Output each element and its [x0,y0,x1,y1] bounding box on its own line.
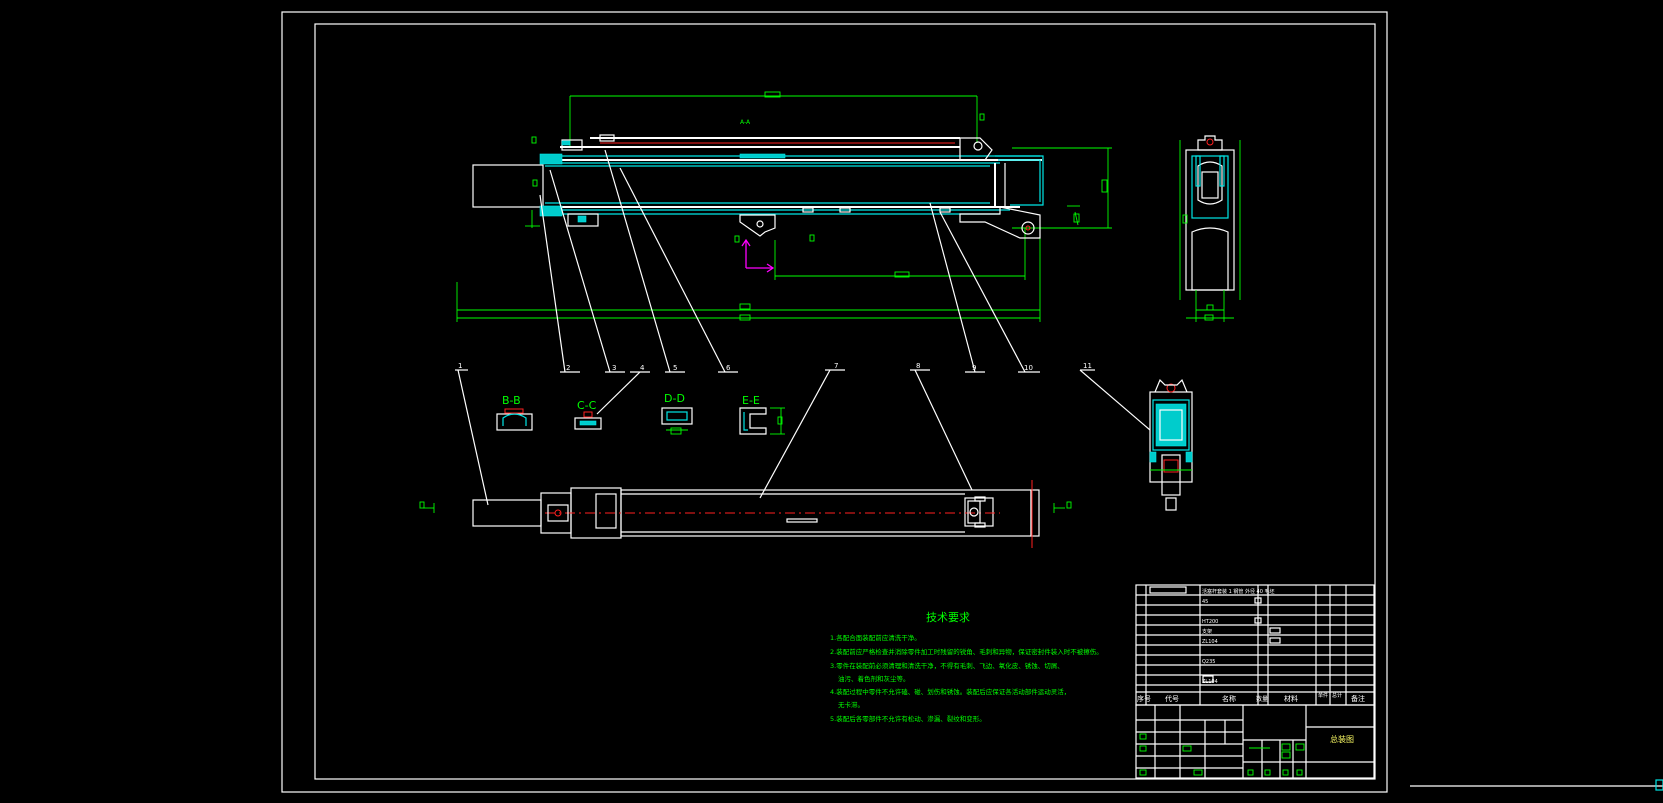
part-balloons: 1 2 3 4 5 6 7 8 9 10 11 [455,149,1151,506]
part-number-2: 2 [566,364,570,372]
section-e-e: E-E [739,394,785,435]
part-number-1: 1 [458,362,462,370]
section-label-b-b: B-B [502,394,521,407]
detail-11-view [1149,378,1193,511]
bom-header-unit: 单件 [1318,692,1328,699]
ucs-axis-icon [741,238,775,273]
part-number-11: 11 [1083,362,1092,370]
layout-edge-marker [1655,779,1663,791]
bom-header-remark: 备注 [1351,694,1365,703]
rear-end-cap [959,137,1044,239]
outer-cylinder-left [472,164,544,208]
bom-row-1: 活塞杆套装 1 钢管 外径 40 毛坯 [1202,588,1275,595]
section-d-d: D-D [661,392,693,435]
bom-header-qty: 数量 [1256,695,1268,703]
section-details: B-B C-C D-D E-E [496,392,785,435]
part-number-5: 5 [673,364,677,372]
section-label-e-e: E-E [742,394,760,407]
section-label-d-d: D-D [664,392,685,405]
view-label-a-a: A-A [740,119,751,126]
outer-sheet-border [281,11,1388,793]
bom-row-5: 支架 [1202,628,1212,635]
part-number-7: 7 [834,362,838,370]
cylinder-barrel [539,134,1042,217]
bom-header-code: 代号 [1165,694,1179,703]
tech-requirement-5: 5.装配后各零部件不允许有松动、渗漏、裂纹和变形。 [830,714,986,723]
bom-table: 活塞杆套装 1 钢管 外径 40 毛坯 45 HT200 支架 ZL104 Q2… [1135,584,1375,706]
drawing-title: 总装图 [1330,734,1354,744]
part-number-9: 9 [972,364,976,372]
bom-row-8: Q235 [1202,659,1215,665]
part-number-10: 10 [1024,364,1033,372]
part-number-6: 6 [726,364,731,372]
tech-requirement-3: 3.零件在装配前必须清理和清洗干净，不得有毛刺、飞边、氧化皮、锈蚀、切屑、 [830,661,1064,670]
bottom-mount [567,207,951,237]
tech-requirement-3b: 油污、着色剂和灰尘等。 [838,674,910,683]
section-c-c: C-C [574,399,602,430]
technical-requirements: 技术要求 1.各配合面装配前应清洗干净。 2.装配前应严格检查并消除零件加工时残… [830,611,1103,723]
bom-row-2: 45 [1202,599,1208,605]
bom-row-6: ZL104 [1202,639,1218,645]
tech-requirements-heading: 技术要求 [926,611,970,624]
section-label-c-c: C-C [577,399,597,412]
tech-requirement-4b: 无卡滞。 [838,700,864,709]
tech-requirement-1: 1.各配合面装配前应清洗干净。 [830,633,921,642]
bom-header-material: 材料 [1284,694,1298,703]
part-number-3: 3 [612,364,616,372]
tech-requirement-2: 2.装配前应严格检查并消除零件加工时残留的锐角、毛刺和异物，保证密封件装入时不被… [830,647,1103,656]
title-block: 总装图 [1135,704,1375,779]
tech-requirement-4: 4.装配过程中零件不允许磕、碰、划伤和锈蚀。装配后应保证各活动部件运动灵活， [830,687,1070,696]
main-section-view: A-A [456,91,1112,322]
part-number-8: 8 [916,362,920,370]
side-view [1179,135,1241,322]
bom-header-name: 名称 [1222,694,1236,703]
plan-view [419,480,1072,548]
bom-header-total: 总计 [1332,692,1342,699]
bom-row-4: HT200 [1202,619,1218,625]
part-number-4: 4 [640,364,645,372]
section-b-b: B-B [496,394,533,431]
inner-drawing-border [314,23,1376,780]
bom-header-index: 序号 [1137,694,1151,703]
